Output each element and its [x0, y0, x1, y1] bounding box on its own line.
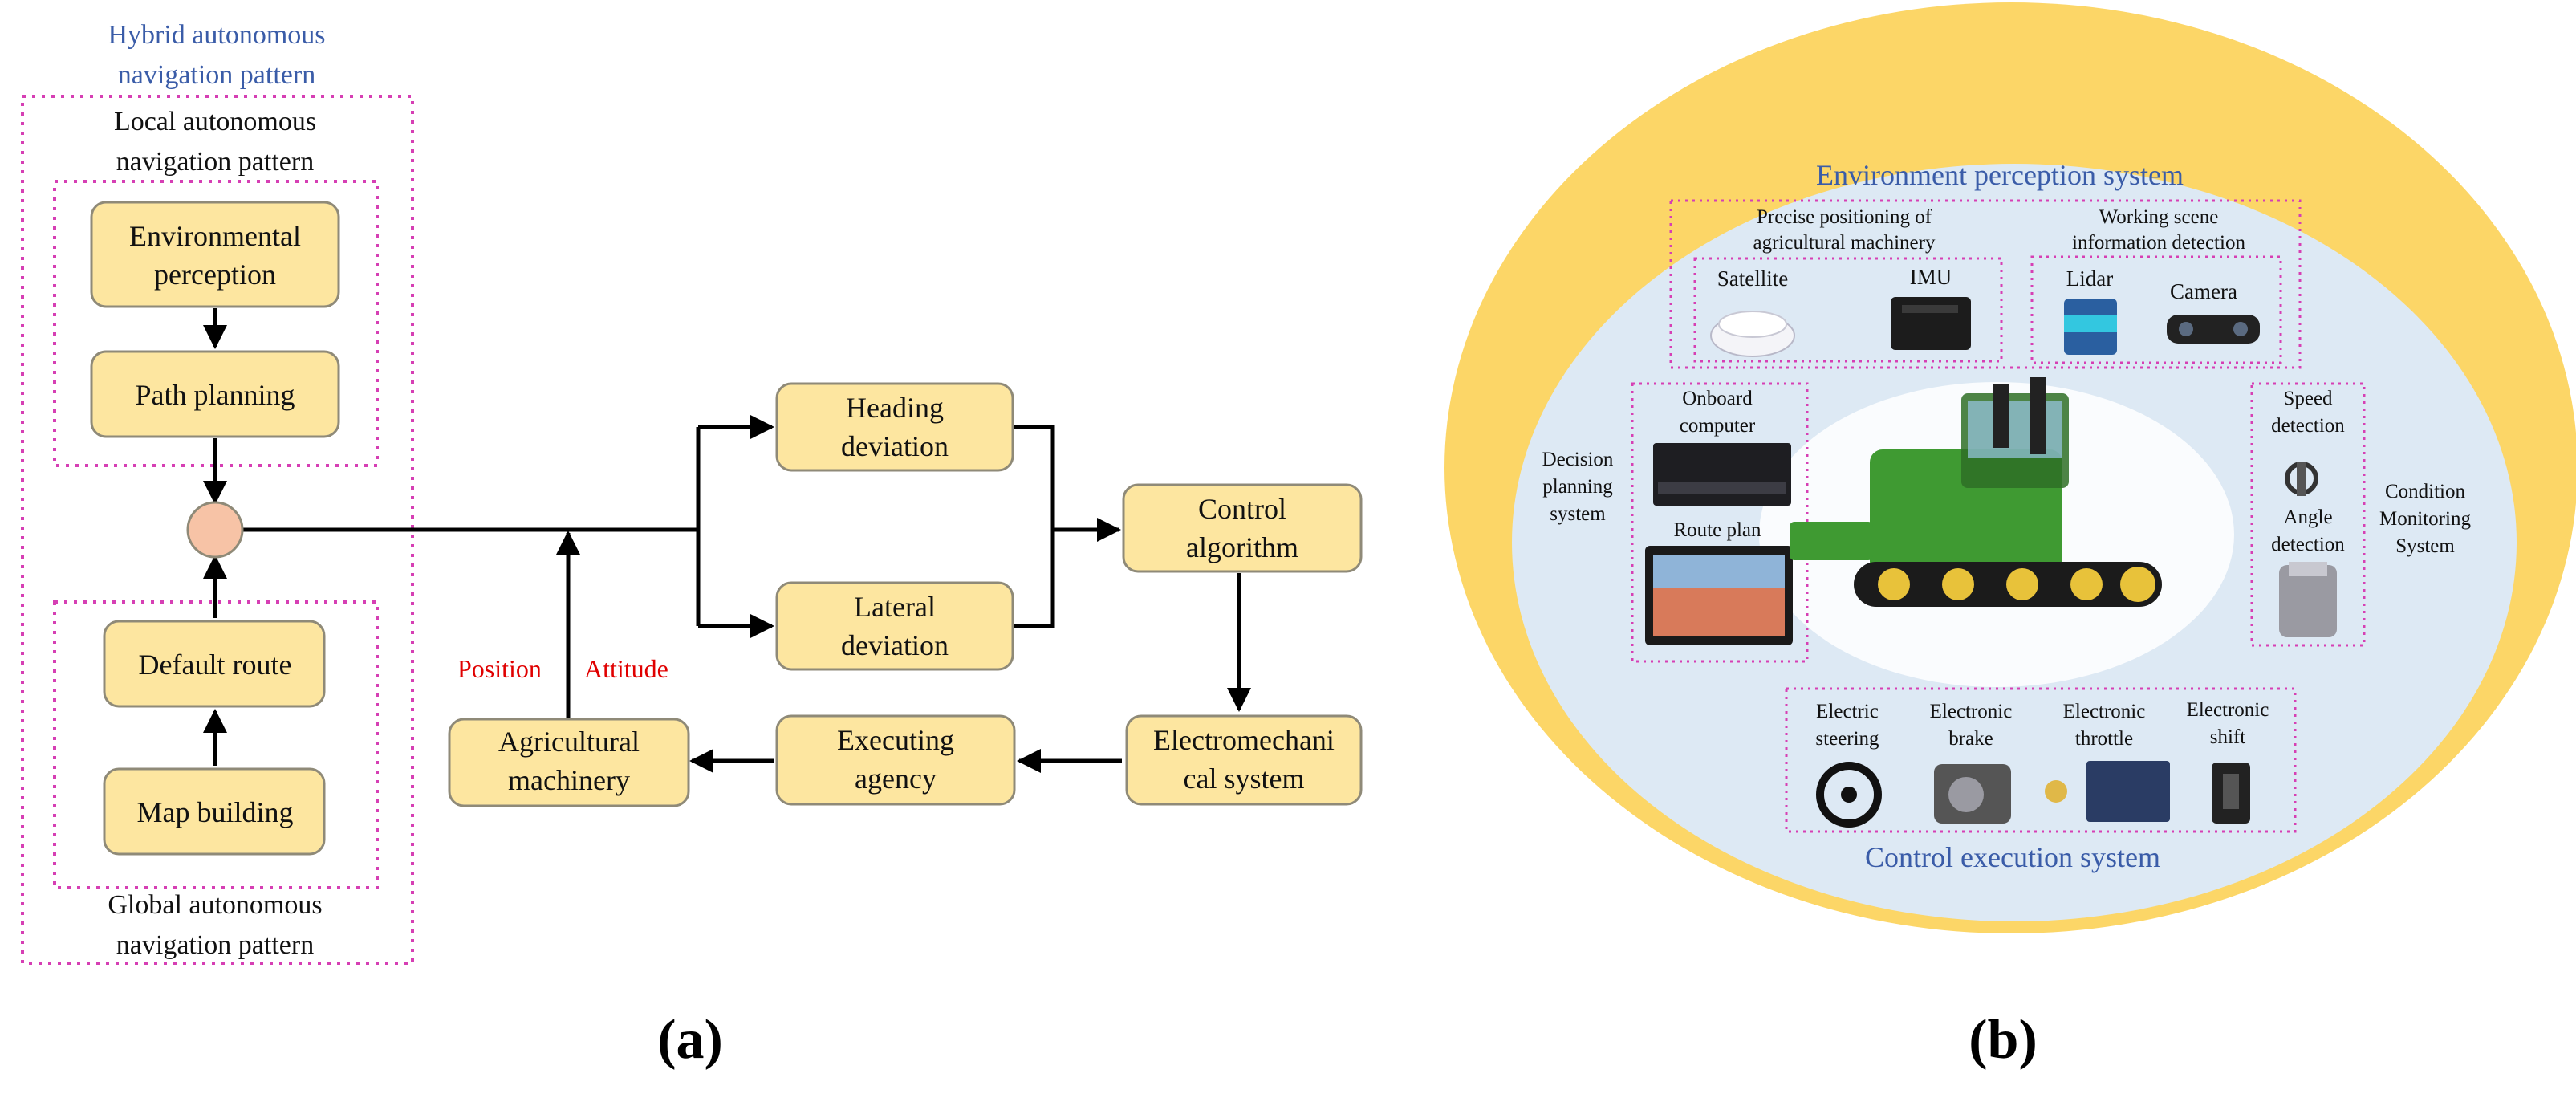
- path-planning-label: Path planning: [136, 379, 295, 411]
- machinery-line2: machinery: [508, 764, 630, 796]
- local-label-line1: Local autonomous: [114, 107, 316, 136]
- lidar-label: Lidar: [2066, 266, 2113, 291]
- map-building-label: Map building: [137, 796, 294, 828]
- lidar-icon: [2064, 299, 2117, 355]
- condition-line3: System: [2395, 535, 2455, 557]
- decision-group-frame: [1631, 382, 1809, 663]
- env-perception-line2: perception: [154, 258, 276, 291]
- heading-line2: deviation: [841, 430, 949, 462]
- throttle-line1: Electronic: [2063, 701, 2146, 722]
- steering-wheel-icon: [1816, 762, 1882, 828]
- scene-line2: information detection: [2072, 232, 2245, 254]
- angle-line1: Angle: [2283, 506, 2332, 528]
- line-lateral-merge: [1013, 530, 1055, 628]
- attitude-label: Attitude: [584, 654, 668, 683]
- brake-icon: [1934, 764, 2011, 824]
- onboard-computer-icon: [1653, 443, 1791, 506]
- condition-line2: Monitoring: [2379, 508, 2471, 530]
- box-environmental-perception: [90, 201, 340, 308]
- caption-b: (b): [1969, 1009, 2038, 1071]
- env-system-label: Environment perception system: [1816, 159, 2184, 191]
- box-lateral-deviation: [775, 581, 1014, 671]
- heading-line1: Heading: [846, 392, 944, 424]
- brake-line1: Electronic: [1930, 701, 2013, 722]
- executing-line2: agency: [855, 763, 937, 795]
- hybrid-label-line1: Hybrid autonomous: [108, 20, 325, 50]
- throttle-line2: throttle: [2075, 728, 2133, 750]
- satellite-icon: [1710, 311, 1795, 357]
- control-system-label: Control execution system: [1865, 841, 2160, 873]
- satellite-label: Satellite: [1717, 266, 1788, 291]
- electro-line1: Electromechani: [1153, 724, 1335, 756]
- angle-line2: detection: [2271, 534, 2345, 555]
- speed-line2: detection: [2271, 415, 2345, 437]
- decision-line3: system: [1550, 503, 1606, 525]
- condition-line1: Condition: [2385, 481, 2466, 502]
- precise-line1: Precise positioning of: [1757, 206, 1932, 228]
- control-line2: algorithm: [1186, 531, 1298, 563]
- angle-sensor-icon: [2279, 562, 2337, 637]
- junction-node: [186, 501, 244, 559]
- line-heading-merge: [1013, 425, 1055, 530]
- lateral-line2: deviation: [841, 629, 949, 661]
- decision-line1: Decision: [1542, 449, 1614, 470]
- box-heading-deviation: [775, 382, 1014, 472]
- shift-line1: Electronic: [2187, 699, 2269, 721]
- electro-line2: cal system: [1184, 763, 1305, 795]
- camera-icon: [2167, 315, 2260, 344]
- tractor-icon: [1790, 377, 2162, 607]
- onboard-line2: computer: [1680, 415, 1756, 437]
- box-agricultural-machinery: [448, 718, 690, 807]
- box-control-algorithm: [1122, 483, 1363, 573]
- route-plan-label: Route plan: [1673, 519, 1761, 541]
- speed-line1: Speed: [2283, 388, 2333, 409]
- scene-line1: Working scene: [2099, 206, 2219, 228]
- box-electromechanical: [1125, 714, 1363, 806]
- panel-b-diagram: Environment perception system Precise po…: [1444, 2, 2576, 1071]
- precise-line2: agricultural machinery: [1753, 232, 1936, 254]
- shift-line2: shift: [2210, 726, 2246, 748]
- speed-sensor-icon: [2285, 462, 2318, 496]
- imu-label: IMU: [1910, 265, 1952, 289]
- route-plan-screen-icon: [1645, 546, 1793, 645]
- caption-a: (a): [657, 1009, 723, 1071]
- brake-line2: brake: [1948, 728, 1993, 750]
- env-perception-line1: Environmental: [129, 220, 301, 252]
- imu-icon: [1891, 297, 1971, 350]
- box-map-building: [103, 767, 326, 856]
- position-label: Position: [457, 654, 542, 683]
- global-label-line2: navigation pattern: [116, 930, 314, 960]
- hybrid-label-line2: navigation pattern: [118, 60, 315, 90]
- machinery-line1: Agricultural: [498, 726, 640, 758]
- decision-line2: planning: [1542, 476, 1613, 498]
- throttle-icon: [2045, 761, 2170, 822]
- box-path-planning: [90, 350, 340, 438]
- positioning-subframe: [1693, 257, 2003, 363]
- local-label-line2: navigation pattern: [116, 147, 314, 177]
- default-route-label: Default route: [139, 649, 292, 681]
- global-label-line1: Global autonomous: [108, 890, 322, 920]
- lateral-line1: Lateral: [854, 591, 936, 623]
- control-group-frame: [1785, 687, 2297, 833]
- onboard-line1: Onboard: [1682, 388, 1753, 409]
- executing-line1: Executing: [837, 724, 954, 756]
- camera-label: Camera: [2170, 279, 2237, 303]
- global-frame: [53, 600, 379, 889]
- shift-icon: [2212, 763, 2250, 824]
- control-line1: Control: [1198, 493, 1286, 525]
- box-default-route: [103, 620, 326, 708]
- steering-line2: steering: [1815, 728, 1879, 750]
- box-executing-agency: [775, 714, 1016, 806]
- steering-line1: Electric: [1816, 701, 1879, 722]
- hybrid-frame: [21, 95, 414, 965]
- scene-subframe: [2030, 255, 2282, 364]
- local-frame: [53, 180, 379, 467]
- panel-a-diagram: Hybrid autonomous navigation pattern Loc…: [21, 20, 1363, 1071]
